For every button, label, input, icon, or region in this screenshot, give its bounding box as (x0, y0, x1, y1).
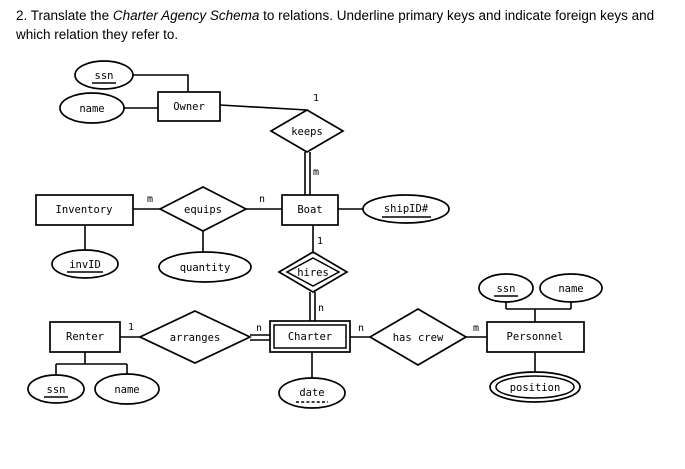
relationship-keeps-diamond[interactable] (269, 109, 345, 153)
entity-charter-box-outer[interactable] (269, 320, 351, 353)
question-line1-part2: to relations. Underline primary keys and… (259, 8, 552, 23)
relationship-hires-diamond-outer[interactable] (277, 251, 349, 293)
attribute-owner-name-ellipse[interactable] (59, 92, 125, 124)
relationship-arranges[interactable]: arranges (138, 310, 252, 364)
entity-personnel-label: Personnel (507, 331, 564, 343)
attribute-owner-name[interactable]: name (59, 92, 125, 124)
relationship-keeps[interactable]: keeps (269, 109, 345, 153)
attribute-personnel-ssn[interactable]: ssn (478, 273, 534, 303)
cardinality-has-crew-charter: n (358, 323, 364, 334)
relationship-equips-label: equips (184, 204, 222, 216)
attribute-boat-shipid-ellipse[interactable] (362, 194, 450, 224)
entity-inventory[interactable]: Inventory (35, 194, 134, 226)
attribute-inventory-invid[interactable]: invID (51, 249, 119, 279)
attribute-renter-ssn-label: ssn (47, 384, 66, 396)
attribute-equips-quantity-label: quantity (180, 262, 231, 274)
relationship-hires-label: hires (297, 267, 329, 279)
entity-inventory-box[interactable] (35, 194, 134, 226)
relationship-hires[interactable]: hires (277, 251, 349, 293)
schema-name-emphasis: Charter Agency Schema (112, 8, 260, 23)
cardinality-has-crew-personnel: m (473, 323, 479, 334)
cardinality-hires-boat: 1 (317, 236, 323, 247)
attribute-charter-date[interactable]: date (278, 377, 346, 409)
entity-personnel[interactable]: Personnel (486, 321, 585, 353)
entity-inventory-label: Inventory (56, 204, 113, 216)
attribute-personnel-name[interactable]: name (539, 273, 603, 303)
entity-owner[interactable]: Owner (157, 91, 221, 122)
entity-owner-label: Owner (173, 101, 205, 113)
relationship-arranges-label: arranges (170, 332, 221, 344)
entity-personnel-box[interactable] (486, 321, 585, 353)
cardinality-hires-charter: n (318, 303, 324, 314)
cardinality-keeps-boat: m (313, 167, 319, 178)
attribute-owner-ssn[interactable]: ssn (74, 60, 134, 90)
relationship-equips[interactable]: equips (158, 186, 248, 232)
attribute-owner-ssn-label: ssn (95, 70, 114, 82)
entity-charter-box-inner (273, 324, 347, 349)
line-owner-keeps (219, 104, 308, 111)
attribute-boat-shipid[interactable]: shipID# (362, 194, 450, 224)
relationship-hires-diamond-inner (285, 257, 341, 287)
attribute-personnel-position[interactable]: position (489, 371, 581, 403)
entity-charter[interactable]: Charter (269, 320, 351, 353)
entity-renter[interactable]: Renter (49, 321, 121, 353)
question-line2: foreign keys and which relation they ref… (16, 8, 655, 42)
attribute-renter-name-label: name (114, 384, 139, 396)
question-text: 2. Translate the Charter Agency Schema t… (16, 6, 666, 44)
entity-charter-label: Charter (288, 331, 332, 343)
cardinality-equips-inventory: m (147, 194, 153, 205)
attribute-renter-ssn-ellipse[interactable] (27, 374, 85, 404)
attribute-personnel-name-label: name (558, 283, 583, 295)
relationship-has-crew-diamond[interactable] (368, 308, 468, 366)
attribute-boat-shipid-label: shipID# (384, 203, 429, 215)
attribute-renter-name-ellipse[interactable] (94, 373, 160, 405)
attribute-personnel-ssn-ellipse[interactable] (478, 273, 534, 303)
attribute-personnel-name-ellipse[interactable] (539, 273, 603, 303)
entity-renter-label: Renter (66, 331, 104, 343)
attribute-inventory-invid-label: invID (69, 259, 101, 271)
relationship-arranges-diamond[interactable] (138, 310, 252, 364)
relationship-has-crew-label: has crew (393, 332, 444, 344)
attribute-equips-quantity-ellipse[interactable] (158, 251, 252, 283)
attribute-owner-name-label: name (79, 103, 104, 115)
cardinality-labels: 1 m m n 1 n 1 n n m (128, 93, 479, 334)
entity-boat-label: Boat (297, 204, 322, 216)
entity-boat[interactable]: Boat (281, 194, 339, 226)
relationship-keeps-label: keeps (291, 126, 323, 138)
attribute-charter-date-label: date (299, 387, 324, 399)
cardinality-arranges-charter: n (256, 323, 262, 334)
relationship-equips-diamond[interactable] (158, 186, 248, 232)
cardinality-keeps-owner: 1 (313, 93, 319, 104)
entity-boat-box[interactable] (281, 194, 339, 226)
attribute-inventory-invid-ellipse[interactable] (51, 249, 119, 279)
line-ssn-owner (133, 74, 189, 92)
attribute-renter-name[interactable]: name (94, 373, 160, 405)
question-number: 2. (16, 8, 28, 23)
attribute-personnel-position-ellipse-outer[interactable] (489, 371, 581, 403)
cardinality-equips-boat: n (259, 194, 265, 205)
attribute-personnel-position-label: position (510, 382, 561, 394)
attribute-renter-ssn[interactable]: ssn (27, 374, 85, 404)
relationship-has-crew[interactable]: has crew (368, 308, 468, 366)
attribute-personnel-ssn-label: ssn (497, 283, 516, 295)
entity-renter-box[interactable] (49, 321, 121, 353)
attribute-owner-ssn-ellipse[interactable] (74, 60, 134, 90)
attribute-personnel-position-ellipse-inner (495, 375, 575, 399)
entity-owner-box[interactable] (157, 91, 221, 122)
question-line1-part1: Translate the (30, 8, 113, 23)
connector-lines (55, 74, 572, 378)
attribute-charter-date-ellipse[interactable] (278, 377, 346, 409)
attribute-equips-quantity[interactable]: quantity (158, 251, 252, 283)
cardinality-arranges-renter: 1 (128, 322, 134, 333)
